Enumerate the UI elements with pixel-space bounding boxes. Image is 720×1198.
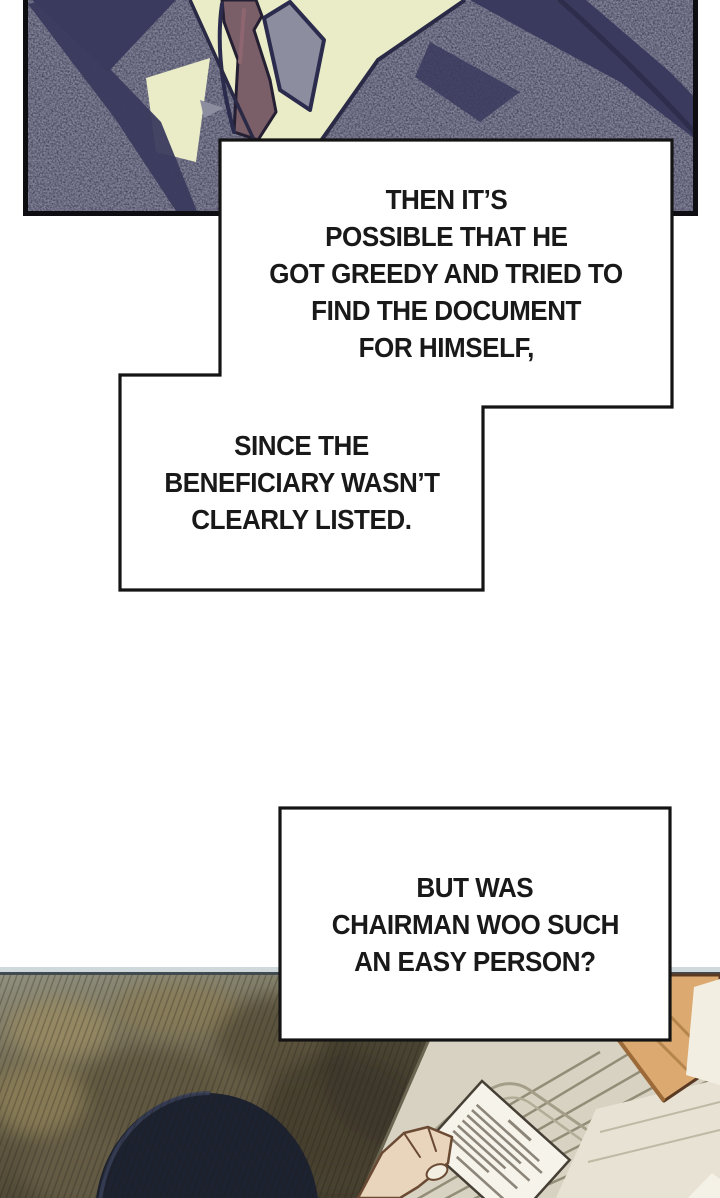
bubble-line: POSSIBLE THAT HE xyxy=(324,221,568,252)
bubble-line: CLEARLY LISTED. xyxy=(191,504,412,535)
document-paper xyxy=(422,1079,572,1198)
lapel-shape-right xyxy=(470,0,693,138)
lapel-accent-right xyxy=(415,42,520,122)
speech-bubble-2-text: SINCE THE BENEFICIARY WASN’T CLEARLY LIS… xyxy=(120,375,483,590)
thumbnail xyxy=(425,1163,449,1181)
collar-wedge-right xyxy=(262,0,326,112)
speech-bubble-1-text: THEN IT’S POSSIBLE THAT HE GOT GREEDY AN… xyxy=(220,140,672,407)
paper-sliver xyxy=(686,979,720,1085)
paper-corner xyxy=(688,1173,720,1198)
hand-shape xyxy=(356,1125,454,1198)
collar-line-left xyxy=(217,2,236,134)
bubble-line: AN EASY PERSON? xyxy=(354,945,596,977)
bubble-line: BUT WAS xyxy=(416,871,534,903)
bubble-line: SINCE THE xyxy=(234,430,369,461)
bubble-line: THEN IT’S xyxy=(385,184,507,215)
finger-lines xyxy=(403,1126,437,1158)
lapel-curve-right xyxy=(557,0,693,135)
speech-bubble-3-text: BUT WAS CHAIRMAN WOO SUCH AN EASY PERSON… xyxy=(280,808,670,1040)
book-light-pages xyxy=(556,1079,720,1198)
bubble-line: FIND THE DOCUMENT xyxy=(311,295,581,326)
collar-dart xyxy=(200,100,224,118)
bubble-line: CHAIRMAN WOO SUCH xyxy=(331,908,619,940)
bubble-line: BENEFICIARY WASN’T xyxy=(163,467,440,498)
document-text-lines xyxy=(447,1103,543,1198)
sleeve-shadow-edge xyxy=(610,1029,666,1103)
page-lines xyxy=(587,1101,720,1163)
necktie-highlight xyxy=(238,8,246,64)
lapel-shape-left xyxy=(32,0,176,72)
bubble-line: FOR HIMSELF, xyxy=(358,332,534,363)
bubble-line: GOT GREEDY AND TRIED TO xyxy=(269,258,623,289)
necktie-shape xyxy=(220,0,278,142)
